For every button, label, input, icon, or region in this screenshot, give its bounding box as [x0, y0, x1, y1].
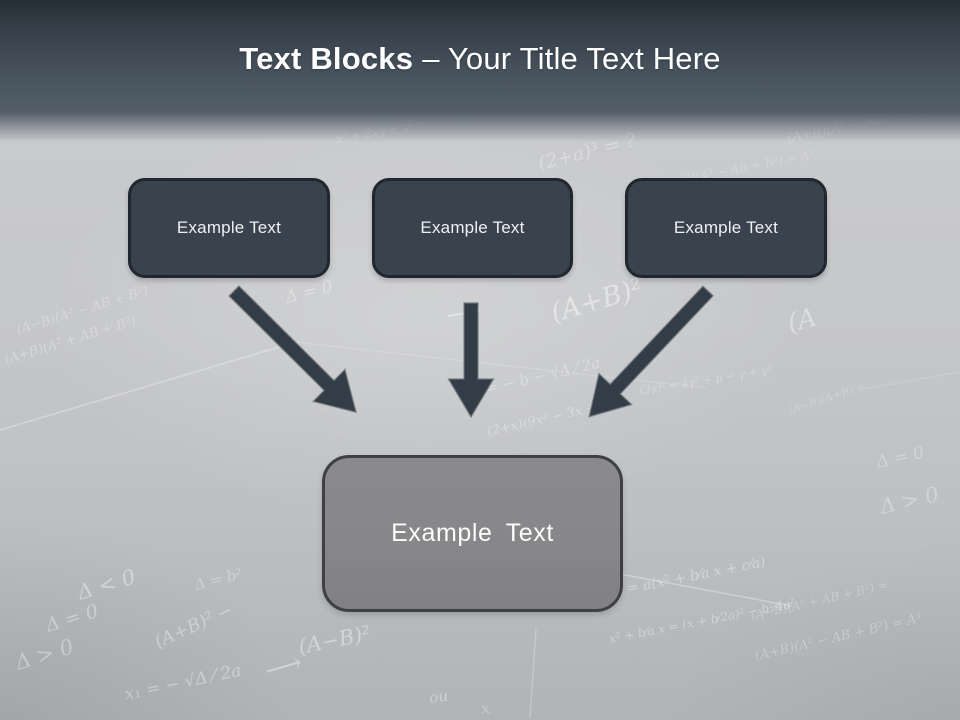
- chalk-formula: (A−B)²: [296, 621, 372, 658]
- chalk-formula: Δ < 0: [73, 564, 138, 605]
- chalk-formula: (3γ)² = 4γ² + μ − γ + γ²: [638, 363, 772, 397]
- chalk-formula: Δ = b²: [192, 565, 244, 594]
- slide-header: Text Blocks– Your Title Text Here: [0, 0, 960, 112]
- chalk-formula: ⟶: [444, 296, 483, 330]
- chalk-formula: Δ > 0: [877, 482, 941, 519]
- chalk-formula: x₁ = − b − √Δ ⁄ 2a: [465, 354, 602, 402]
- header-fade-edge: [0, 112, 960, 142]
- chalk-formula: (A+B)(A² − AB + B²) = A³: [754, 611, 924, 664]
- text-block-2[interactable]: Example Text: [372, 178, 573, 278]
- chalk-formula: (A+B)² −: [151, 599, 236, 652]
- chalk-formula: (A−B)(A² + AB + B²) =: [750, 578, 890, 623]
- chalk-formula: = a(x² + b⁄a x + c⁄a): [626, 554, 767, 597]
- chalk-formula: Δ > 0: [11, 634, 76, 675]
- chalk-formula: (2+x)(9x² − 3x + 1) =: [486, 393, 630, 440]
- text-block-1-label: Example Text: [176, 218, 282, 237]
- slide-title-bold: Text Blocks: [239, 41, 414, 76]
- text-block-1[interactable]: Example Text: [128, 178, 330, 278]
- text-block-3[interactable]: Example Text: [625, 178, 827, 278]
- chalk-formula: (A+B)²: [547, 273, 646, 329]
- chalk-formula: ou: [428, 687, 449, 707]
- chalk-formula: (A−B)(A² − AB + B²): [15, 283, 150, 337]
- chalk-formula: x: [480, 699, 491, 718]
- slide-title-rest: – Your Title Text Here: [422, 41, 721, 76]
- chalk-formula: Δ = 0: [874, 443, 927, 474]
- arrow-right-down-left-icon: [588, 285, 715, 418]
- chalk-formula: (A−B)(A+B) =: [787, 380, 867, 417]
- text-block-3-label: Example Text: [673, 218, 779, 237]
- summary-block-label: Example Text: [391, 519, 554, 547]
- text-block-2-label: Example Text: [420, 218, 525, 237]
- arrow-left-down-right-icon: [228, 285, 358, 414]
- arrow-down-icon: [447, 302, 495, 419]
- slide-title[interactable]: Text Blocks– Your Title Text Here: [239, 35, 720, 77]
- chalk-formula: x² + b⁄a x = (x + b⁄2a)² − b²⁄4a²: [608, 596, 797, 646]
- chalk-formula: x² + 2xy + y² =: [334, 116, 429, 146]
- chalk-formula: ⟶: [262, 648, 306, 687]
- chalk-formula: (A: [784, 303, 819, 339]
- chalk-formula: (A+B)(A² + AB + B²): [3, 313, 138, 367]
- chalk-formula: Δ = 0: [42, 600, 101, 637]
- chalk-formula: (2+a)³ = ?: [536, 129, 639, 175]
- chalk-formula: x₁ = − √Δ ⁄ 2a: [123, 661, 243, 705]
- summary-block[interactable]: Example Text: [322, 455, 623, 612]
- chalk-formula: Δ = 0: [282, 277, 335, 308]
